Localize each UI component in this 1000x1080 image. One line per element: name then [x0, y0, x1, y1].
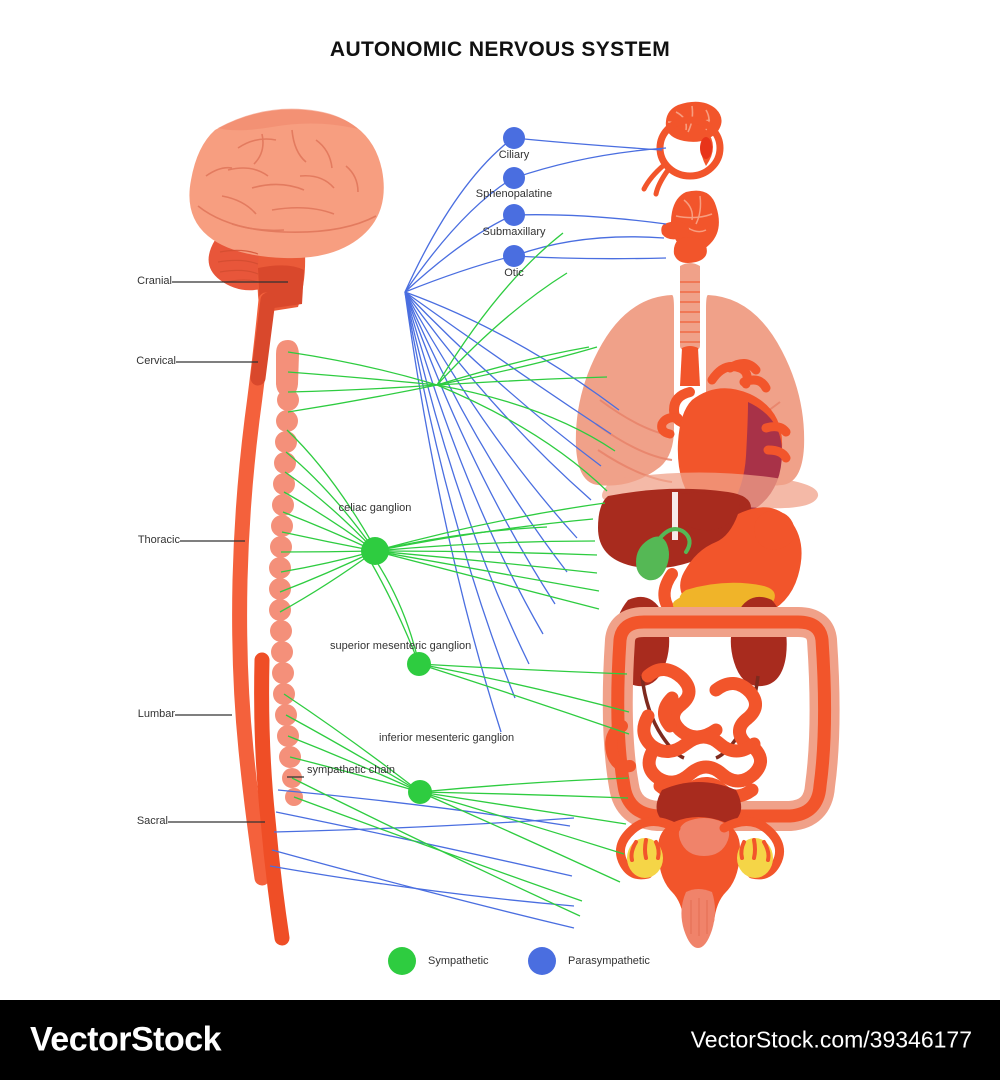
leader-lines-layer: [168, 281, 304, 823]
spinal-label-cranial: Cranial: [137, 275, 172, 287]
ganglion-node-inferior-mesenteric[interactable]: [408, 780, 432, 804]
spinal-label-cervical: Cervical: [136, 355, 176, 367]
spinal-label-thoracic: Thoracic: [137, 534, 180, 546]
spinal-cord: [232, 292, 290, 946]
ganglion-node-ciliary[interactable]: [503, 127, 525, 149]
ganglion-label-sphenopalatine: Sphenopalatine: [475, 188, 553, 200]
vectorstock-url: VectorStock.com/39346177: [690, 1026, 972, 1053]
page-title: AUTONOMIC NERVOUS SYSTEM: [329, 38, 671, 61]
spinal-label-lumbar: Lumbar: [137, 708, 175, 720]
ganglion-node-superior-mesenteric[interactable]: [407, 652, 431, 676]
legend-dot-sympathetic: [388, 947, 416, 975]
spinal-label-sacral: Sacral: [136, 815, 168, 827]
legend-item-sympathetic: Sympathetic: [388, 947, 489, 975]
parasympathetic-nerves-layer: [269, 137, 667, 929]
legend-dot-parasympathetic: [528, 947, 556, 975]
vectorstock-brand: VectorStock: [30, 1020, 222, 1059]
ganglion-label-celiac: celiac ganglion: [338, 502, 412, 514]
ganglion-label-ciliary: Ciliary: [498, 149, 530, 161]
organs-layer: [189, 101, 840, 948]
ganglion-label-inferior-mesenteric: inferior mesenteric ganglion: [379, 732, 515, 744]
ganglion-label-submaxillary: Submaxillary: [482, 226, 546, 238]
ganglion-node-celiac[interactable]: [361, 537, 389, 565]
bladder-organ: [656, 782, 742, 831]
legend-label-parasympathetic: Parasympathetic: [568, 955, 650, 967]
reproductive-organ: [615, 817, 785, 948]
legend-label-sympathetic: Sympathetic: [428, 955, 489, 967]
watermark-footer: VectorStock VectorStock.com/39346177: [0, 1000, 1000, 1080]
ganglion-label-superior-mesenteric: superior mesenteric ganglion: [330, 640, 472, 652]
ganglion-node-otic[interactable]: [503, 245, 525, 267]
salivary-glands-organ: [661, 190, 719, 263]
eye-organ: [641, 116, 724, 197]
ganglion-nodes-layer: [361, 127, 525, 804]
ganglion-label-otic: Otic: [504, 267, 524, 279]
anatomy-illustration: Cranial Cervical Thoracic Lumbar Sacral …: [136, 101, 840, 975]
sympathetic-chain-label: sympathetic chain: [307, 764, 396, 776]
sympathetic-chain-organ: [269, 340, 303, 806]
large-intestine-organ: [602, 607, 840, 831]
ganglion-node-submaxillary[interactable]: [503, 204, 525, 226]
gallbladder-organ: [636, 527, 692, 581]
ganglion-node-sphenopalatine[interactable]: [503, 167, 525, 189]
legend-item-parasympathetic: Parasympathetic: [528, 947, 650, 975]
